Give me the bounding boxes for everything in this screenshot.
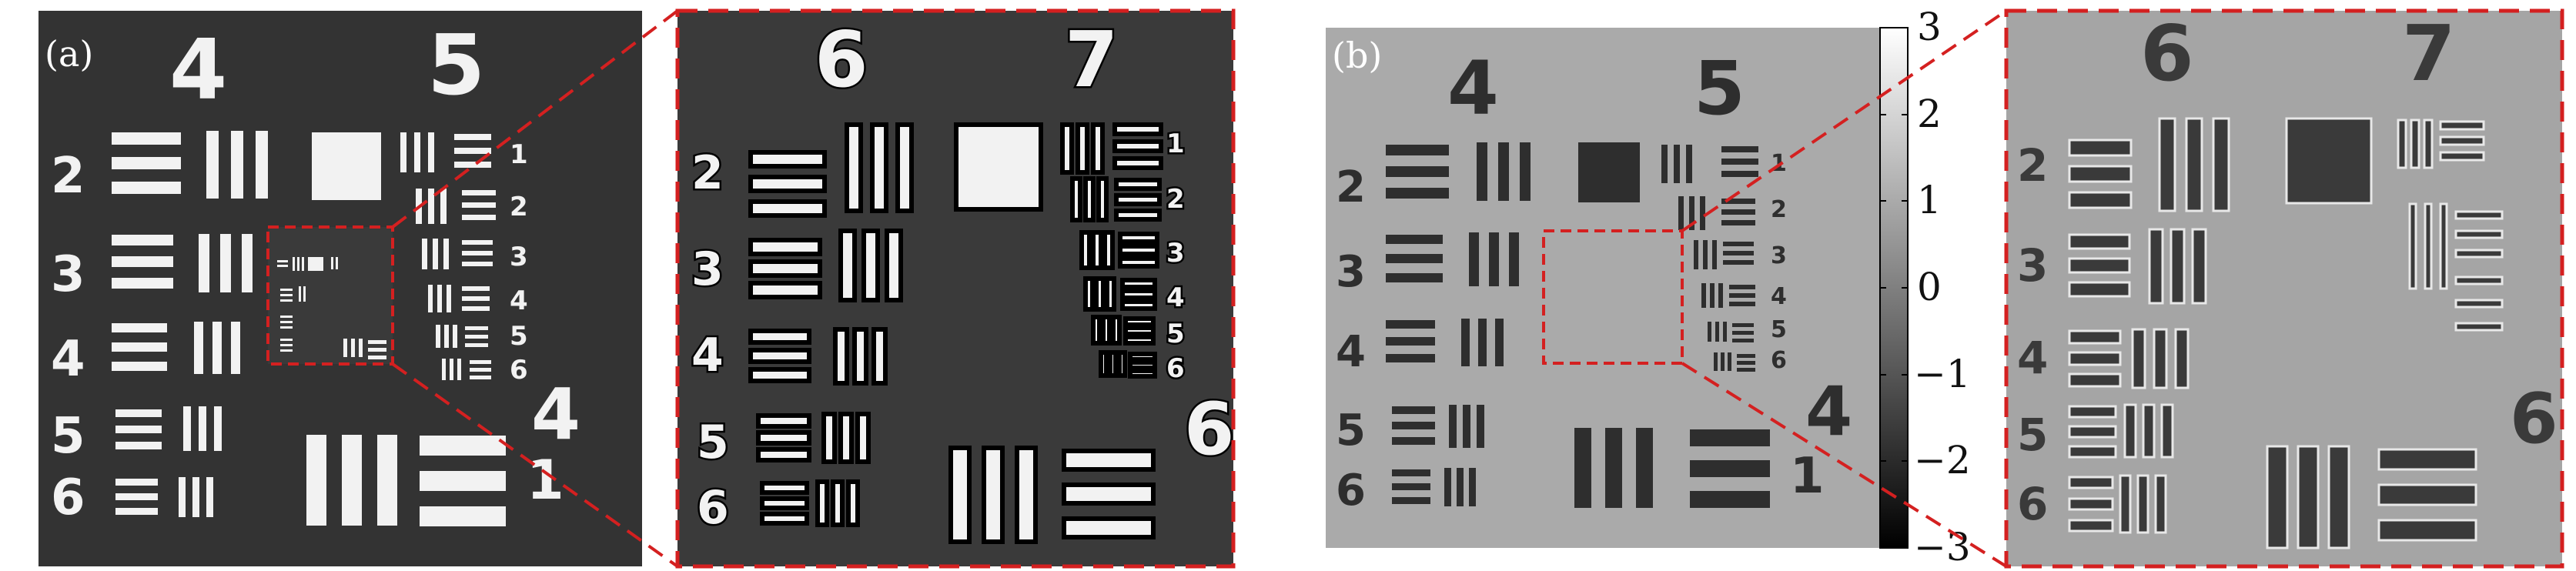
group-number-4-right: 4 — [531, 373, 580, 456]
zoom-row-2: 2 — [691, 146, 724, 200]
zoom-right-col-3: 3 — [1166, 238, 1185, 269]
colorbar-tick-0: 0 — [1917, 265, 1942, 309]
zoom-row-4: 4 — [691, 329, 724, 382]
square-a — [312, 132, 381, 200]
zoom-right-col-5: 5 — [1166, 319, 1185, 349]
b-right-col-5: 5 — [1771, 316, 1787, 343]
bars-b — [1386, 142, 1770, 508]
zoom-right-col-2: 2 — [1166, 184, 1185, 215]
bars-vertical-a — [179, 131, 268, 517]
b-row-3: 3 — [1336, 247, 1366, 297]
panel-a-label: (a) — [45, 33, 93, 75]
colorbar-ticks — [1880, 27, 1908, 549]
group-number-4: 4 — [169, 22, 227, 119]
row-number-3: 3 — [51, 246, 85, 303]
right-col-1: 1 — [510, 139, 528, 170]
zoom-row-5: 5 — [697, 416, 729, 469]
zoom-row-3: 3 — [691, 242, 724, 296]
row-number-2: 2 — [51, 148, 85, 205]
colorbar-tick-3: 3 — [1917, 5, 1942, 49]
row-number-5: 5 — [51, 408, 85, 465]
zoom-panel-b: 6 7 6 2 3 4 5 6 — [2004, 8, 2564, 569]
zoom-b-row-5: 5 — [2017, 409, 2048, 461]
zoom-panel-b-border — [2004, 8, 2564, 569]
panel-b-label: (b) — [1332, 35, 1382, 76]
colorbar-tick-m1: −1 — [1914, 352, 1971, 396]
colorbar-tick-m3: −3 — [1914, 525, 1971, 569]
zoom-number-6-right: 6 — [1184, 388, 1234, 472]
zoom-number-7: 7 — [1065, 15, 1119, 105]
b-row-2: 2 — [1336, 162, 1366, 212]
zoom-number-6: 6 — [815, 15, 868, 105]
b-group-number-5: 5 — [1694, 45, 1745, 132]
zoom-right-col-1: 1 — [1166, 129, 1185, 159]
zoom-right-col-4: 4 — [1166, 282, 1185, 313]
right-col-4: 4 — [510, 286, 528, 316]
b-row-6: 6 — [1336, 466, 1366, 516]
bars-horizontal-a — [112, 132, 181, 515]
zoom-b-row-6: 6 — [2017, 478, 2048, 530]
row-number-4: 4 — [51, 331, 85, 388]
colorbar-tick-m2: −2 — [1914, 438, 1971, 483]
zoom-panel-a-border — [675, 8, 1236, 569]
group-number-5: 5 — [427, 18, 485, 114]
zoom-connectors-b — [1681, 9, 2008, 568]
colorbar-tick-2: 2 — [1917, 92, 1942, 136]
zoom-b-number-7: 7 — [2402, 8, 2456, 99]
panel-b: (b) 4 5 4 2 3 4 5 6 1 2 3 4 5 6 1 — [1326, 28, 1895, 548]
bottom-element-number-a: 1 — [527, 449, 564, 512]
zoom-b-row-2: 2 — [2017, 139, 2048, 192]
b-right-col-2: 2 — [1771, 196, 1787, 223]
b-row-5: 5 — [1336, 406, 1366, 456]
row-number-6: 6 — [51, 469, 85, 526]
right-col-3: 3 — [510, 242, 528, 272]
right-col-6: 6 — [510, 355, 528, 386]
b-bottom-element-number: 1 — [1790, 448, 1825, 505]
zoom-b-number-6: 6 — [2140, 8, 2194, 99]
zoom-panel-a: 6 7 6 2 3 4 5 6 1 2 3 4 5 6 — [675, 8, 1236, 569]
zoom-right-col-6: 6 — [1166, 353, 1185, 384]
right-col-2: 2 — [510, 192, 528, 222]
b-right-col-6: 6 — [1771, 347, 1787, 374]
b-group-number-4: 4 — [1447, 45, 1499, 132]
zoom-box-b — [1542, 229, 1684, 365]
zoom-region-a — [266, 225, 394, 366]
b-right-col-4: 4 — [1771, 283, 1787, 310]
zoom-connectors-a — [391, 9, 679, 568]
zoom-b-row-4: 4 — [2017, 332, 2048, 384]
colorbar-tick-1: 1 — [1917, 178, 1942, 222]
zoom-b-number-6-right: 6 — [2510, 379, 2558, 459]
right-col-5: 5 — [510, 321, 528, 352]
colorbar: 3 2 1 0 −1 −2 −3 — [1879, 5, 1971, 569]
b-group-number-4-right: 4 — [1805, 372, 1852, 451]
zoom-b-row-3: 3 — [2017, 239, 2048, 292]
panel-a: (a) 4 5 4 2 3 4 5 6 — [38, 11, 642, 566]
b-right-col-3: 3 — [1771, 242, 1787, 269]
b-row-4: 4 — [1336, 327, 1366, 377]
zoom-box-a — [266, 225, 394, 366]
bottom-element-a — [306, 435, 506, 526]
zoom-row-6: 6 — [697, 481, 729, 535]
